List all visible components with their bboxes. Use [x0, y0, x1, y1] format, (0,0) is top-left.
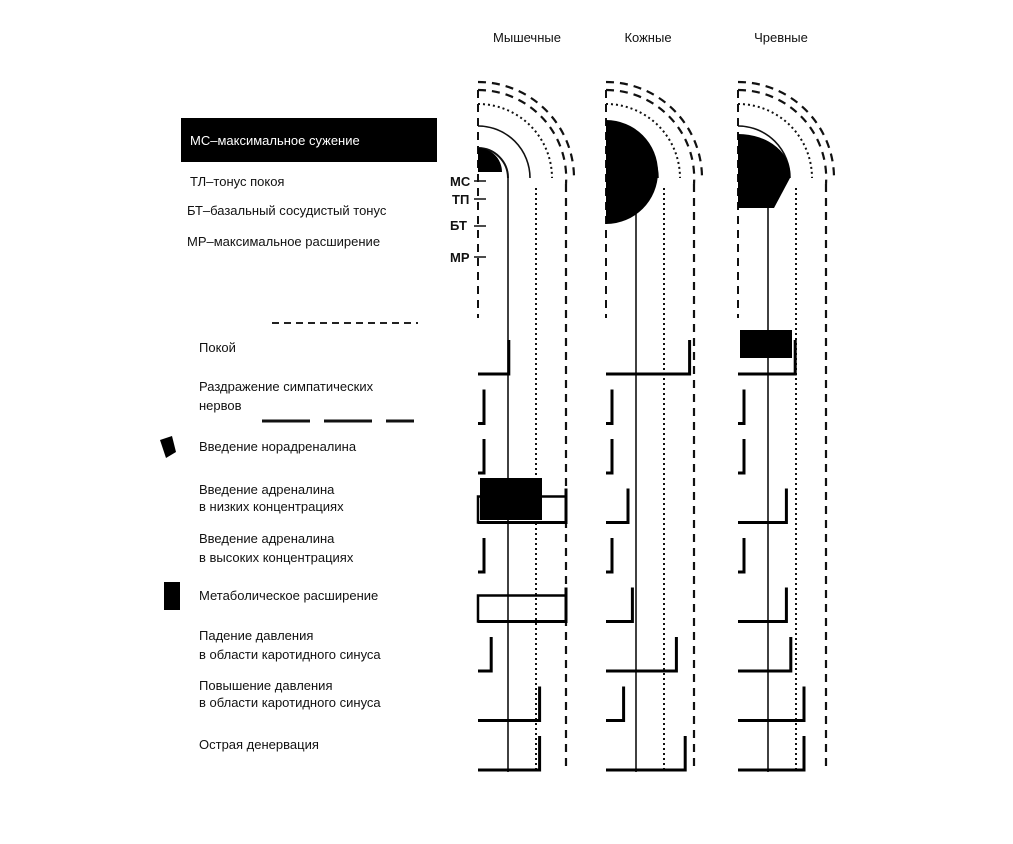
lumen-bar-skin-2	[606, 439, 614, 475]
lumen-bar-visceral-1	[738, 389, 746, 425]
vessel-column-visceral	[737, 80, 836, 772]
metabolic-marker-icon	[164, 582, 180, 610]
lumen-bar-visceral-4	[738, 538, 746, 574]
lumen-bar-muscle-1	[478, 389, 486, 425]
condition-label-3-line1: Введение адреналина	[199, 482, 335, 497]
tone-arc-outer	[477, 88, 568, 185]
lumen-bar-skin-6	[606, 637, 678, 673]
lumen-bar-skin-3	[606, 488, 630, 524]
tone-arc-3	[737, 80, 836, 179]
lumen-bar-skin-8	[606, 736, 687, 772]
level-label-bt: БТ	[450, 218, 467, 233]
visceral-rest-fill	[740, 330, 792, 358]
lumen-bar-muscle-8	[478, 736, 542, 772]
lumen-bar-muscle-2	[478, 439, 486, 475]
condition-label-1-line2: нервов	[199, 398, 242, 413]
lumen-bar-visceral-5	[738, 587, 788, 623]
level-label-ms: МС	[450, 174, 471, 189]
tone-arc-2	[477, 103, 553, 179]
legend-black-band	[181, 118, 437, 162]
condition-label-4-line1: Введение адреналина	[199, 531, 335, 546]
lumen-bar-visceral-3	[738, 488, 788, 524]
lumen-bar-muscle-6	[478, 637, 493, 673]
tone-arc-3	[477, 80, 576, 179]
condition-label-6-line2: в области каротидного синуса	[199, 647, 381, 662]
column-header-muscle: Мышечные	[493, 30, 561, 45]
condition-label-6-line1: Падение давления	[199, 628, 313, 643]
tone-arc-outer	[737, 88, 828, 185]
adrenaline-low-fill	[480, 478, 542, 520]
condition-label-5: Метаболическое расширение	[199, 588, 378, 603]
lumen-bar-muscle-4	[478, 538, 486, 574]
rest-state-fill	[738, 133, 791, 208]
lumen-bar-muscle-0	[478, 340, 511, 376]
vessel-columns	[476, 80, 836, 772]
tone-arc-1	[477, 125, 531, 179]
column-header-skin: Кожные	[624, 30, 671, 45]
condition-label-0: Покой	[199, 340, 236, 355]
column-header-visceral: Чревные	[754, 30, 808, 45]
tone-arc-2	[605, 103, 681, 179]
lumen-bar-skin-0	[606, 340, 692, 376]
rest-state-fill	[606, 120, 658, 224]
condition-label-7-line2: в области каротидного синуса	[199, 695, 381, 710]
condition-labels: Покой Раздражение симпатических нервов В…	[160, 340, 414, 752]
condition-label-1-line1: Раздражение симпатических	[199, 379, 374, 394]
lumen-bar-muscle-7	[478, 686, 542, 722]
lumen-bar-skin-1	[606, 389, 614, 425]
lumen-bar-skin-7	[606, 686, 626, 722]
lumen-bar-visceral-0	[738, 340, 797, 376]
condition-label-3-line2: в низких концентрациях	[199, 499, 344, 514]
rest-state-fill	[478, 148, 502, 172]
condition-label-4-line2: в высоких концентрациях	[199, 550, 354, 565]
tone-arc-0	[477, 147, 509, 179]
level-label-mr: МР	[450, 250, 470, 265]
legend: МС–максимальное сужение ТЛ–тонус покоя Б…	[181, 118, 437, 324]
lumen-bar-skin-5	[606, 587, 634, 623]
vessel-column-skin	[605, 80, 704, 772]
tone-arc-outer	[605, 88, 696, 185]
legend-max-dilation: МР–максимальное расширение	[187, 234, 380, 249]
legend-max-constriction: МС–максимальное сужение	[190, 133, 360, 148]
condition-label-2: Введение норадреналина	[199, 439, 357, 454]
lumen-bar-skin-4	[606, 538, 614, 574]
vessel-column-muscle	[476, 80, 576, 772]
condition-label-7-line1: Повышение давления	[199, 678, 333, 693]
condition-label-8: Острая денервация	[199, 737, 319, 752]
tone-arc-3	[605, 80, 704, 179]
legend-basal-tone: БТ–базальный сосудистый тонус	[187, 203, 387, 218]
lumen-bar-muscle-5	[478, 587, 568, 623]
lumen-open-box-5	[476, 594, 568, 623]
lumen-bar-visceral-6	[738, 637, 793, 673]
level-labels: МС ТП БТ МР	[450, 174, 486, 265]
tone-arc-2	[737, 103, 813, 179]
lumen-bar-visceral-8	[738, 736, 806, 772]
noradrenaline-marker-icon	[160, 436, 176, 458]
legend-resting-tone: ТЛ–тонус покоя	[190, 174, 284, 189]
lumen-bar-visceral-2	[738, 439, 746, 475]
level-label-tp: ТП	[452, 192, 469, 207]
lumen-bar-visceral-7	[738, 686, 806, 722]
